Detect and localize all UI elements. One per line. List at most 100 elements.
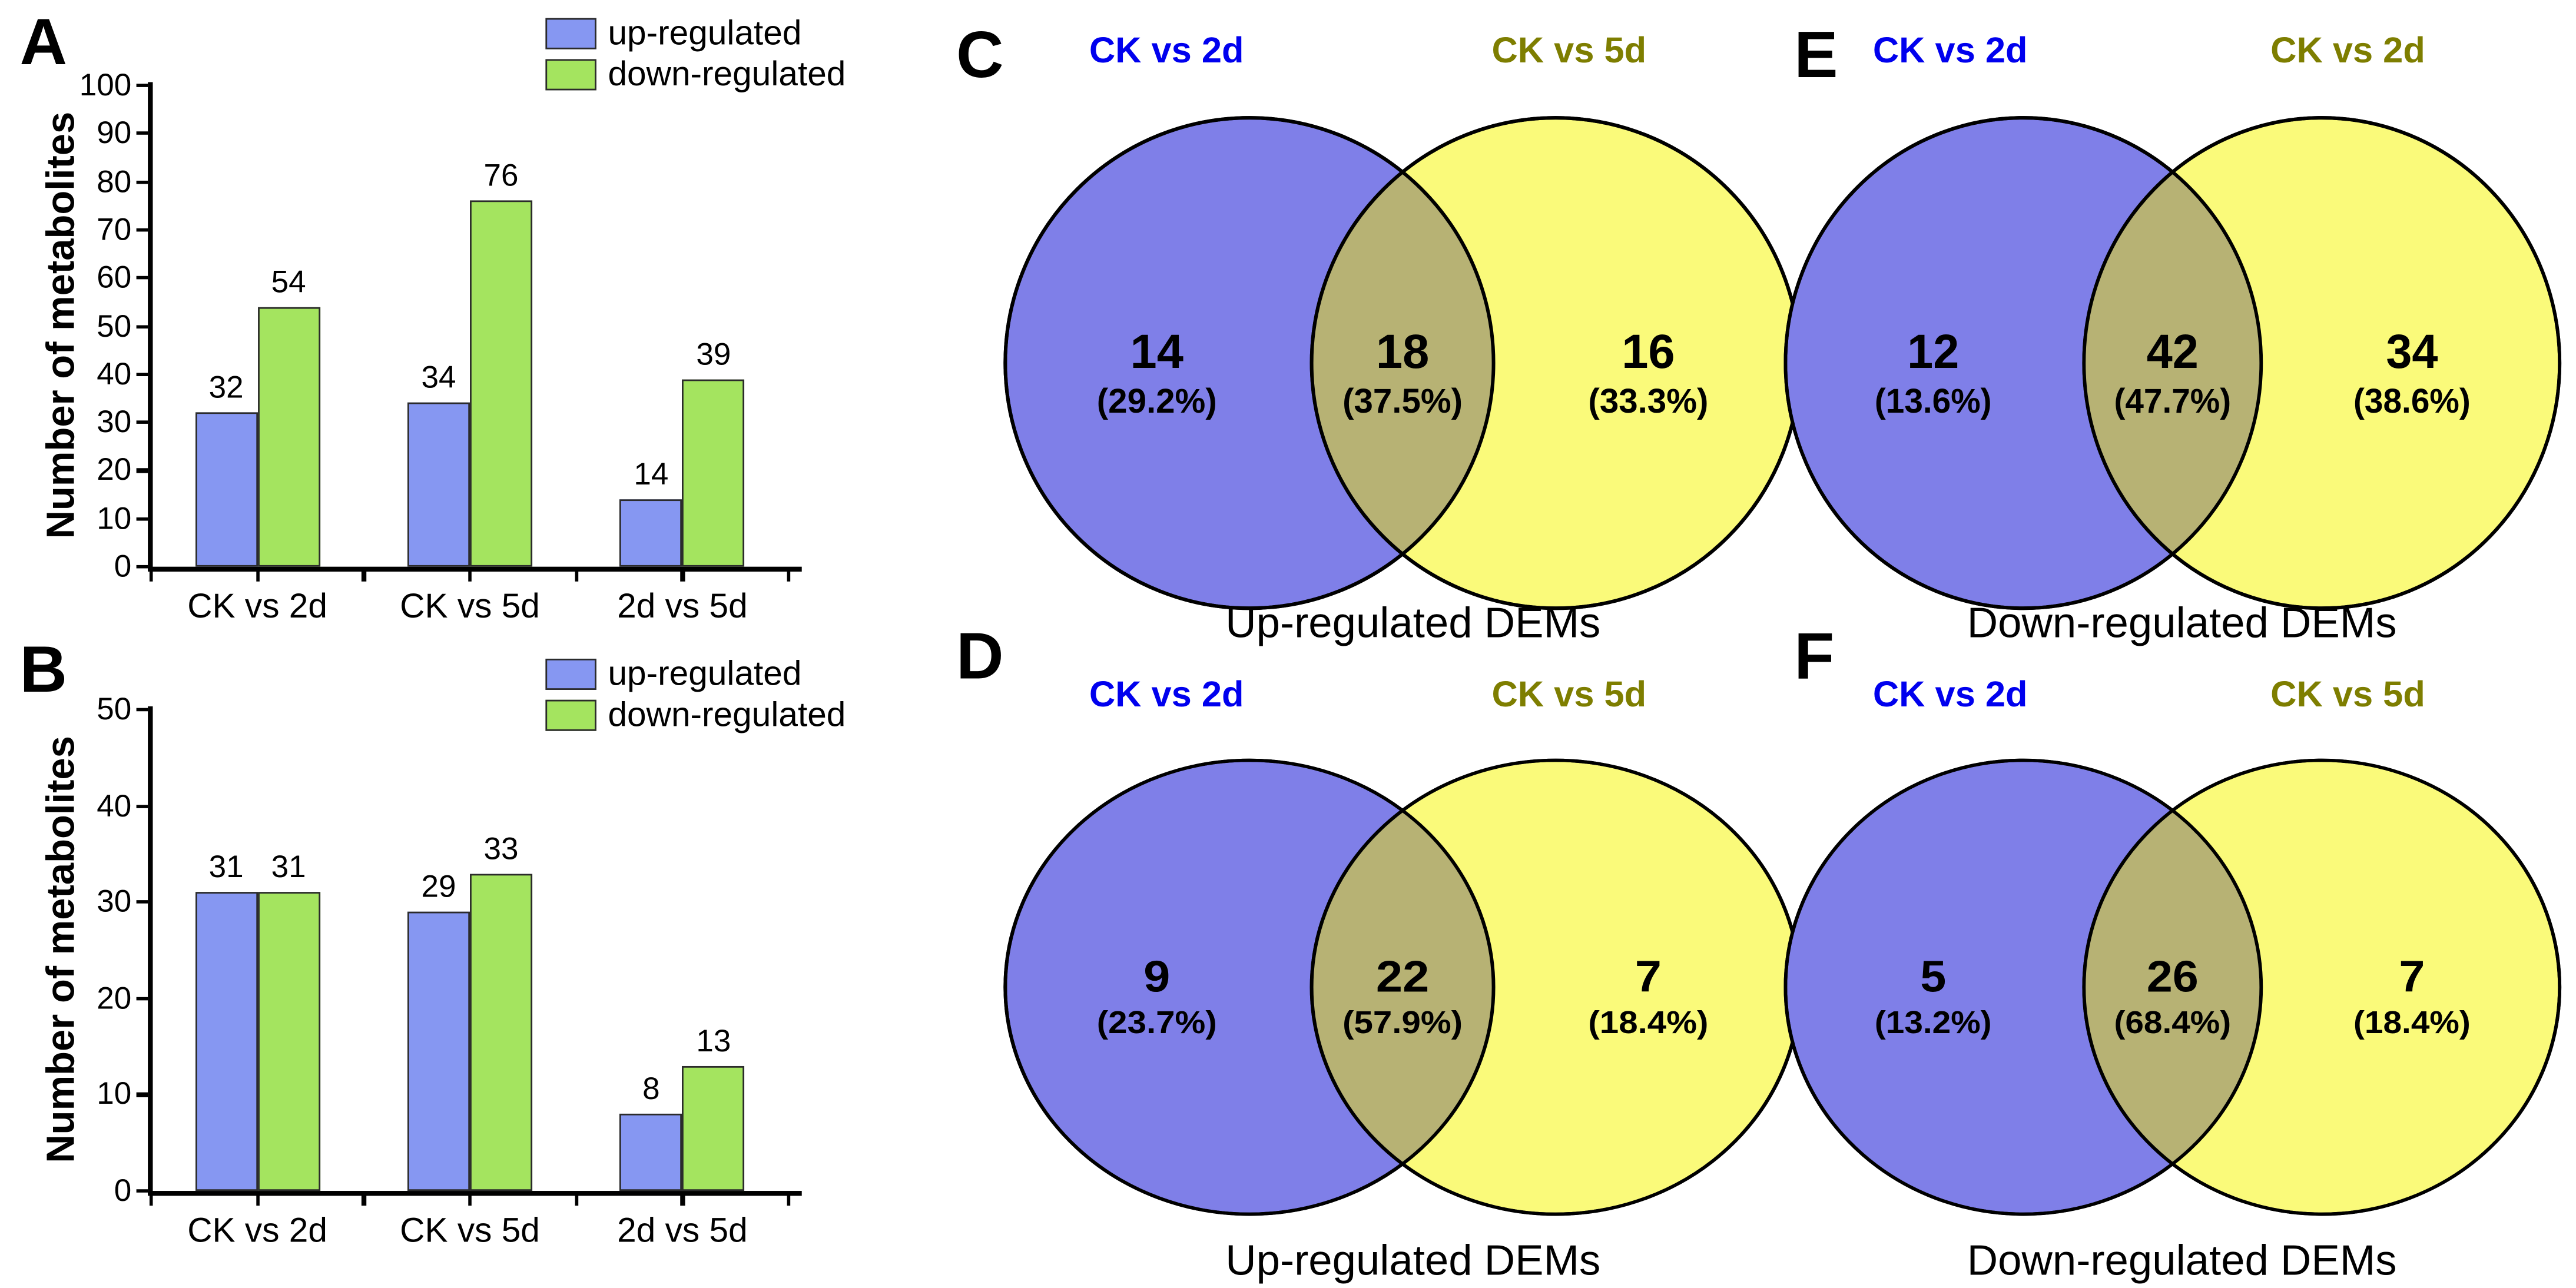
bar-value-label: 31	[208, 851, 244, 886]
y-tick-label: 20	[97, 982, 132, 1017]
venn-E-right-outline	[2082, 116, 2562, 610]
panel-letter-C: C	[956, 19, 1004, 92]
legend-swatch-up-regulated	[545, 18, 596, 49]
y-tick-mark	[136, 420, 148, 424]
venn-E-left-outline	[1783, 116, 2263, 610]
venn-E-overlap-count: 42	[2147, 325, 2199, 379]
y-tick-mark	[136, 708, 148, 712]
venn-D-caption: Up-regulated DEMs	[1225, 1235, 1601, 1285]
legend-label-down-regulated: down-regulated	[608, 696, 846, 735]
bar-up-regulated	[195, 892, 258, 1191]
y-tick-mark	[136, 324, 148, 328]
venn-D-left-percent: (23.7%)	[1097, 1004, 1217, 1040]
venn-F-right-count: 7	[2399, 952, 2425, 1001]
venn-E-right-count: 34	[2386, 325, 2438, 379]
category-label: CK vs 2d	[187, 1212, 327, 1250]
panel-letter-D: D	[956, 620, 1004, 693]
venn-C-caption: Up-regulated DEMs	[1225, 597, 1601, 648]
x-tick-mark	[574, 570, 578, 582]
panel-letter-B: B	[19, 634, 68, 706]
x-tick-mark	[681, 570, 685, 582]
y-tick-mark	[136, 372, 148, 376]
venn-C-overlap-percent: (37.5%)	[1342, 382, 1463, 420]
y-tick-label: 70	[97, 213, 132, 248]
y-tick-label: 40	[97, 789, 132, 824]
category-label: CK vs 2d	[187, 587, 327, 626]
x-tick-mark	[362, 570, 366, 582]
venn-C-left-set-label: CK vs 2d	[1089, 29, 1244, 71]
venn-C-left-percent: (29.2%)	[1097, 382, 1217, 420]
venn-C-left-outline	[1003, 116, 1496, 610]
venn-E-diagram: 12 (13.6%) 42 (47.7%) 34 (38.6%)	[1783, 116, 2562, 610]
venn-F-left-percent: (13.2%)	[1875, 1004, 1992, 1040]
venn-C-overlap-region	[1311, 118, 1494, 609]
venn-F-diagram: 5 (13.2%) 26 (68.4%) 7 (18.4%)	[1783, 758, 2562, 1216]
x-tick-mark	[468, 1194, 472, 1206]
bar-up-regulated	[619, 1114, 682, 1191]
x-tick-mark	[362, 1194, 366, 1206]
y-tick-mark	[136, 1093, 148, 1097]
panel-D-venn: D CK vs 2d CK vs 5d 9 (23.7%) 22 (57.9%)…	[956, 621, 1840, 1282]
category-label: 2d vs 5d	[617, 1212, 748, 1250]
x-tick-mark	[256, 570, 260, 582]
y-tick-mark	[136, 228, 148, 232]
y-tick-mark	[136, 1189, 148, 1193]
y-tick-mark	[136, 565, 148, 569]
panel-F-venn: F CK vs 2d CK vs 5d 5 (13.2%) 26 (68.4%)…	[1771, 620, 2576, 1282]
venn-E-overlap-region	[2084, 118, 2262, 609]
bar-down-regulated	[682, 379, 745, 567]
y-tick-label: 10	[97, 1078, 132, 1113]
x-tick-mark	[256, 1194, 260, 1206]
x-tick-mark	[787, 1194, 791, 1206]
bar-up-regulated	[619, 499, 682, 567]
y-tick-label: 50	[97, 693, 132, 728]
bar-value-label: 76	[483, 160, 519, 195]
bar-down-regulated	[257, 307, 320, 567]
venn-F-overlap-count: 26	[2147, 952, 2199, 1001]
x-tick-mark	[149, 1194, 154, 1206]
bar-up-regulated	[195, 413, 258, 567]
bar-down-regulated	[257, 892, 320, 1191]
x-tick-mark	[149, 570, 154, 582]
y-tick-label: 30	[97, 885, 132, 921]
venn-E-left-set-label: CK vs 2d	[1872, 29, 2028, 71]
venn-D-overlap-count: 22	[1376, 951, 1429, 1001]
y-tick-label: 90	[97, 117, 132, 152]
venn-F-right-outline	[2082, 758, 2562, 1216]
category-label: 2d vs 5d	[617, 587, 748, 626]
venn-E-left-percent: (13.6%)	[1875, 382, 1992, 420]
y-tick-mark	[136, 276, 148, 280]
bar-value-label: 34	[421, 361, 456, 397]
panel-letter-E: E	[1794, 19, 1838, 92]
venn-E-right-set-label: CK vs 2d	[2270, 29, 2425, 71]
legend-swatch-down-regulated	[545, 699, 596, 731]
y-tick-mark	[136, 180, 148, 184]
bar-down-regulated	[470, 201, 533, 567]
venn-F-right-set-label: CK vs 5d	[2270, 673, 2425, 715]
bar-up-regulated	[407, 403, 470, 567]
venn-C-right-percent: (33.3%)	[1588, 382, 1708, 420]
panel-letter-F: F	[1794, 620, 1835, 693]
legend-swatch-up-regulated	[545, 658, 596, 690]
legend-label-up-regulated: up-regulated	[608, 15, 802, 53]
y-tick-label: 50	[97, 309, 132, 344]
venn-C-right-count: 16	[1622, 325, 1675, 379]
bar-down-regulated	[682, 1065, 745, 1191]
venn-F-caption: Down-regulated DEMs	[1967, 1235, 2397, 1285]
y-tick-mark	[136, 804, 148, 808]
venn-D-overlap-region	[1311, 760, 1494, 1214]
venn-F-left-set-label: CK vs 2d	[1872, 673, 2028, 715]
venn-D-right-percent: (18.4%)	[1588, 1004, 1708, 1040]
bar-value-label: 31	[271, 851, 306, 886]
venn-D-left-set-label: CK vs 2d	[1089, 673, 1244, 715]
venn-C-overlap-count: 18	[1376, 325, 1429, 379]
x-axis-line	[148, 1191, 802, 1196]
bar-value-label: 32	[208, 371, 244, 406]
venn-D-right-set-label: CK vs 5d	[1491, 673, 1647, 715]
legend-label-up-regulated: up-regulated	[608, 655, 802, 693]
y-tick-mark	[136, 900, 148, 904]
y-axis-line	[148, 82, 152, 570]
y-tick-label: 30	[97, 406, 132, 441]
